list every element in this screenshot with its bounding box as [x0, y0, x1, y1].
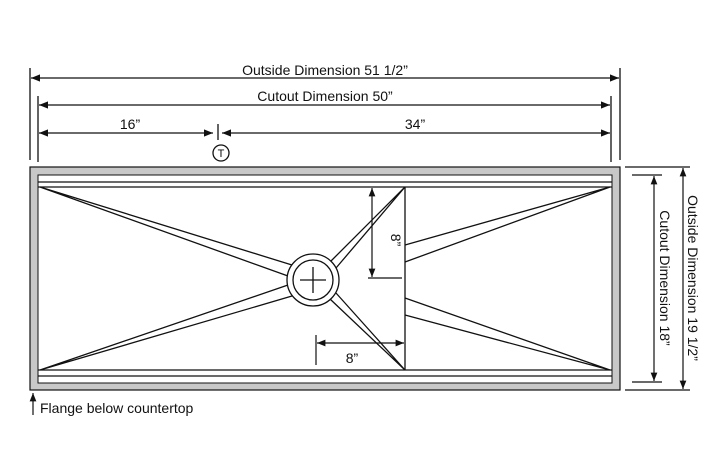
outside-height-dimension: [625, 166, 690, 391]
drain-vertical-label: 8”: [388, 234, 404, 247]
cutout-height-label: Cutout Dimension 18”: [657, 210, 673, 346]
basin-lines: [38, 181, 612, 377]
right-segment-label: 34”: [405, 116, 426, 132]
outside-width-label: Outside Dimension 51 1/2”: [242, 62, 408, 78]
faucet-marker-label: T: [218, 148, 225, 160]
drain-horizontal-dimension: [315, 335, 404, 365]
outside-height-label: Outside Dimension 19 1/2”: [685, 195, 701, 361]
cutout-height-dimension: [632, 174, 662, 383]
cutout-width-label: Cutout Dimension 50”: [257, 88, 393, 104]
faucet-marker-icon: [212, 144, 230, 162]
cutout-width-dimension: [37, 96, 612, 162]
left-segment-label: 16”: [120, 116, 141, 132]
segment-dimensions: [39, 124, 610, 140]
drain-horizontal-label: 8”: [346, 350, 359, 366]
flange-note: Flange below countertop: [40, 400, 194, 416]
drain-vertical-dimension: [368, 188, 402, 279]
outside-width-dimension: [29, 68, 621, 160]
drain-icon: [286, 253, 340, 307]
